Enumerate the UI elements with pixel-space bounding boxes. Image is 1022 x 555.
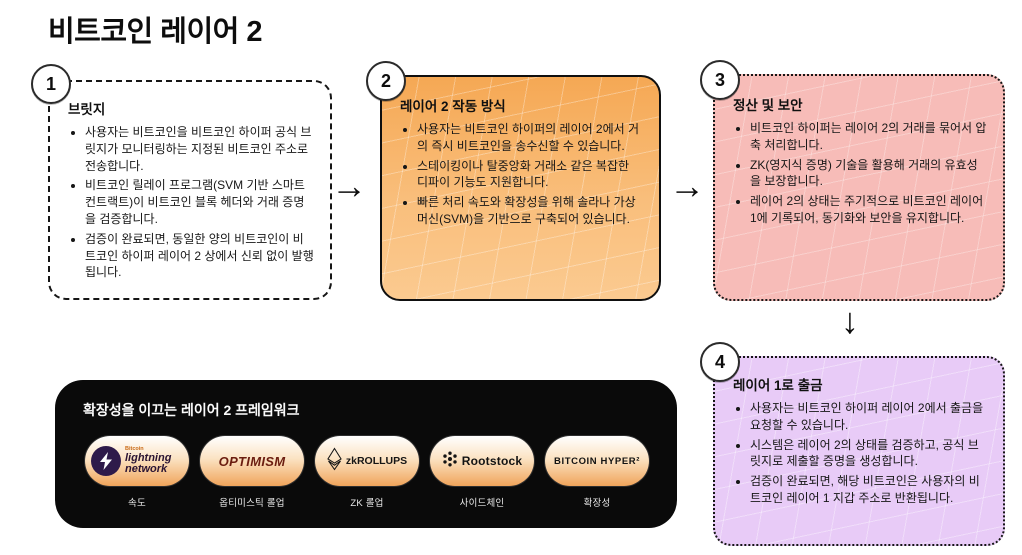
- bitcoin-hyper-wordmark-text: BITCOIN HYPER²: [554, 455, 640, 467]
- bullet-item: 사용자는 비트코인을 비트코인 하이퍼 공식 브릿지가 모니터링하는 지정된 비…: [85, 124, 314, 174]
- framework-item-label: ZK 롤업: [350, 498, 384, 509]
- rootstock-gear-icon: [442, 451, 458, 472]
- lightning-network-wordmark: Bitcoin lightning network: [125, 445, 183, 475]
- ethereum-diamond-icon: [327, 447, 342, 476]
- bullet-item: 사용자는 비트코인 하이퍼의 레이어 2에서 거의 즉시 비트코인을 송수신할 …: [417, 121, 643, 155]
- page-title: 비트코인 레이어 2: [48, 16, 263, 48]
- framework-item-lightning-network: Bitcoin lightning network 속도: [83, 436, 191, 509]
- lightning-bolt-icon: [91, 446, 121, 476]
- bullet-item: 빠른 처리 속도와 확장성을 위해 솔라나 가상머신(SVM)을 기반으로 구축…: [417, 194, 643, 228]
- framework-item-rootstock: Rootstock 사이드체인: [428, 436, 536, 509]
- framework-logo-row: Bitcoin lightning network 속도 OPTIMISM 옵티…: [83, 436, 651, 509]
- step-3-number-badge: 3: [700, 60, 740, 100]
- step-2-bullet-list: 사용자는 비트코인 하이퍼의 레이어 2에서 거의 즉시 비트코인을 송수신할 …: [400, 121, 643, 228]
- step-1-bullet-list: 사용자는 비트코인을 비트코인 하이퍼 공식 브릿지가 모니터링하는 지정된 비…: [68, 124, 314, 281]
- step-4-number-badge: 4: [700, 342, 740, 382]
- arrow-right-icon: →: [331, 165, 367, 206]
- step-2-box-layer2-operation: 레이어 2 작동 방식 사용자는 비트코인 하이퍼의 레이어 2에서 거의 즉시…: [380, 75, 661, 301]
- bullet-item: 검증이 완료되면, 해당 비트코인은 사용자의 비트코인 레이어 1 지갑 주소…: [750, 473, 987, 507]
- step-2-title: 레이어 2 작동 방식: [400, 99, 506, 114]
- step-1-box-bridge: 브릿지 사용자는 비트코인을 비트코인 하이퍼 공식 브릿지가 모니터링하는 지…: [48, 80, 332, 300]
- step-3-title: 정산 및 보안: [733, 98, 803, 113]
- bullet-item: 사용자는 비트코인 하이퍼 레이어 2에서 출금을 요청할 수 있습니다.: [750, 400, 987, 434]
- bullet-item: 시스템은 레이어 2의 상태를 검증하고, 공식 브릿지로 제출할 증명을 생성…: [750, 437, 987, 471]
- bitcoin-hyper-logo: BITCOIN HYPER²: [545, 436, 649, 486]
- zk-rollups-logo: zkROLLUPS: [315, 436, 419, 486]
- framework-title: 확장성을 이끄는 레이어 2 프레임워크: [83, 402, 300, 418]
- step-1-title: 브릿지: [68, 102, 106, 117]
- optimism-logo: OPTIMISM: [200, 436, 304, 486]
- framework-item-optimism: OPTIMISM 옵티미스틱 롤업: [198, 436, 306, 509]
- framework-item-label: 사이드체인: [459, 498, 505, 509]
- step-1-number-badge: 1: [31, 64, 71, 104]
- step-3-bullet-list: 비트코인 하이퍼는 레이어 2의 거래를 묶어서 압축 처리합니다. ZK(영지…: [733, 120, 987, 227]
- step-4-bullet-list: 사용자는 비트코인 하이퍼 레이어 2에서 출금을 요청할 수 있습니다. 시스…: [733, 400, 987, 507]
- lightning-network-logo: Bitcoin lightning network: [85, 436, 189, 486]
- bullet-item: 검증이 완료되면, 동일한 양의 비트코인이 비트코인 하이퍼 레이어 2 상에…: [85, 231, 314, 281]
- framework-item-label: 옵티미스틱 롤업: [219, 498, 285, 509]
- step-4-box-withdraw-layer1: 레이어 1로 출금 사용자는 비트코인 하이퍼 레이어 2에서 출금을 요청할 …: [713, 356, 1005, 546]
- framework-item-zk-rollups: zkROLLUPS ZK 롤업: [313, 436, 421, 509]
- framework-item-bitcoin-hyper: BITCOIN HYPER² 확장성: [543, 436, 651, 509]
- step-2-number-badge: 2: [366, 61, 406, 101]
- bullet-item: 비트코인 릴레이 프로그램(SVM 기반 스마트 컨트랙트)이 비트코인 블록 …: [85, 177, 314, 227]
- zk-rollups-wordmark-text: zkROLLUPS: [345, 455, 408, 467]
- bullet-item: 레이어 2의 상태는 주기적으로 비트코인 레이어 1에 기록되어, 동기화와 …: [750, 193, 987, 227]
- rootstock-wordmark-text: Rootstock: [461, 454, 523, 468]
- arrow-down-icon: ↓: [841, 300, 859, 341]
- framework-panel: 확장성을 이끄는 레이어 2 프레임워크 Bitcoin lightning n…: [55, 380, 677, 528]
- arrow-right-icon: →: [669, 165, 705, 206]
- lightning-brand-top: Bitcoin: [125, 445, 144, 452]
- framework-item-label: 확장성: [583, 498, 611, 509]
- rootstock-logo: Rootstock: [430, 436, 534, 486]
- lightning-wordmark-text: lightning network: [125, 451, 172, 475]
- step-3-box-settlement-security: 정산 및 보안 비트코인 하이퍼는 레이어 2의 거래를 묶어서 압축 처리합니…: [713, 74, 1005, 301]
- bullet-item: 비트코인 하이퍼는 레이어 2의 거래를 묶어서 압축 처리합니다.: [750, 120, 987, 154]
- bullet-item: 스테이킹이나 탈중앙화 거래소 같은 복잡한 디파이 기능도 지원합니다.: [417, 158, 643, 192]
- bullet-item: ZK(영지식 증명) 기술을 활용해 거래의 유효성을 보장합니다.: [750, 157, 987, 191]
- framework-item-label: 속도: [128, 498, 146, 509]
- optimism-wordmark-text: OPTIMISM: [218, 453, 286, 469]
- step-4-title: 레이어 1로 출금: [733, 378, 823, 393]
